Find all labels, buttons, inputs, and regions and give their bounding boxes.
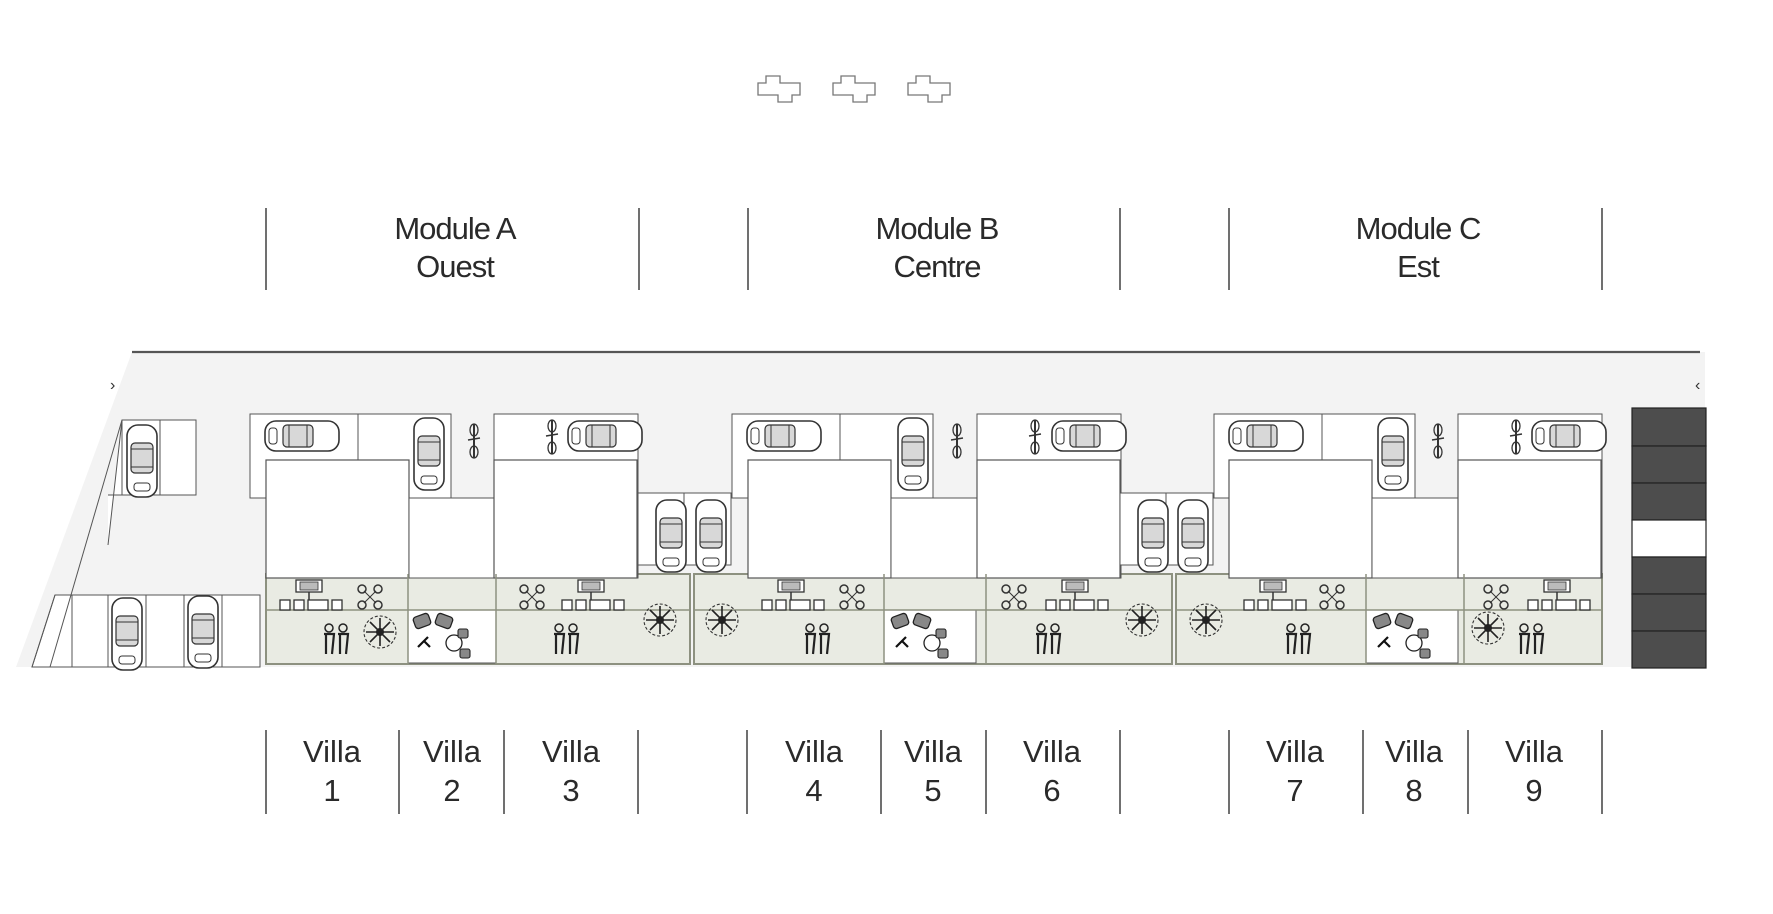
- villa-number: 5: [924, 773, 942, 808]
- car-icon: [413, 417, 445, 491]
- tree-icon: [1189, 603, 1223, 637]
- car-icon: [1177, 499, 1209, 573]
- module-a-label: Module A Ouest: [340, 210, 570, 286]
- key-plan-icon: [757, 75, 951, 103]
- module-b-side: Centre: [893, 249, 981, 284]
- villa-word: Villa: [1265, 734, 1325, 769]
- villa-word: Villa: [541, 734, 601, 769]
- car-icon: [264, 420, 340, 452]
- car-icon: [1051, 420, 1127, 452]
- module-a-plan: [249, 413, 732, 665]
- villa-label-8: Villa 8: [1364, 732, 1464, 810]
- tree-icon: [1471, 611, 1505, 645]
- car-icon: [111, 597, 143, 671]
- module-c-plan: [1175, 413, 1607, 665]
- villa-label-7: Villa 7: [1245, 732, 1345, 810]
- building-block-right: [1631, 407, 1707, 669]
- villa-label-4: Villa 4: [764, 732, 864, 810]
- car-icon: [695, 499, 727, 573]
- car-icon: [1531, 420, 1607, 452]
- villa-word: Villa: [1504, 734, 1564, 769]
- module-b-label: Module B Centre: [822, 210, 1052, 286]
- villa-label-9: Villa 9: [1484, 732, 1584, 810]
- tree-icon: [363, 615, 397, 649]
- villa-word: Villa: [302, 734, 362, 769]
- car-icon: [1377, 417, 1409, 491]
- villa-label-3: Villa 3: [521, 732, 621, 810]
- villa-label-5: Villa 5: [883, 732, 983, 810]
- car-icon: [1228, 420, 1304, 452]
- arrow-right-marker: ‹: [1695, 377, 1700, 394]
- villa-number: 4: [805, 773, 823, 808]
- car-icon: [1137, 499, 1169, 573]
- villa-number: 3: [562, 773, 580, 808]
- module-b-name: Module B: [875, 211, 1000, 246]
- villa-word: Villa: [1384, 734, 1444, 769]
- module-c-side: Est: [1397, 249, 1440, 284]
- villa-word: Villa: [903, 734, 963, 769]
- villa-word: Villa: [422, 734, 482, 769]
- villa-number: 6: [1043, 773, 1061, 808]
- villa-label-1: Villa 1: [282, 732, 382, 810]
- module-c-label: Module C Est: [1303, 210, 1533, 286]
- tree-icon: [643, 603, 677, 637]
- module-a-side: Ouest: [416, 249, 495, 284]
- villa-number: 8: [1405, 773, 1423, 808]
- tree-icon: [705, 603, 739, 637]
- villa-number: 2: [443, 773, 461, 808]
- car-icon: [567, 420, 643, 452]
- villa-number: 1: [323, 773, 341, 808]
- villa-word: Villa: [784, 734, 844, 769]
- module-b-plan: [693, 413, 1214, 665]
- car-icon: [897, 417, 929, 491]
- car-icon: [746, 420, 822, 452]
- arrow-left-marker: ›: [110, 377, 115, 394]
- villa-label-2: Villa 2: [402, 732, 502, 810]
- module-c-name: Module C: [1355, 211, 1482, 246]
- module-dividers: [265, 208, 1603, 290]
- car-icon: [187, 595, 219, 669]
- tree-icon: [1125, 603, 1159, 637]
- module-a-name: Module A: [394, 211, 516, 246]
- villa-label-6: Villa 6: [1002, 732, 1102, 810]
- villa-word: Villa: [1022, 734, 1082, 769]
- villa-number: 7: [1286, 773, 1304, 808]
- villa-number: 9: [1525, 773, 1543, 808]
- villa-dividers: [265, 730, 1603, 814]
- car-icon: [126, 424, 158, 498]
- car-icon: [655, 499, 687, 573]
